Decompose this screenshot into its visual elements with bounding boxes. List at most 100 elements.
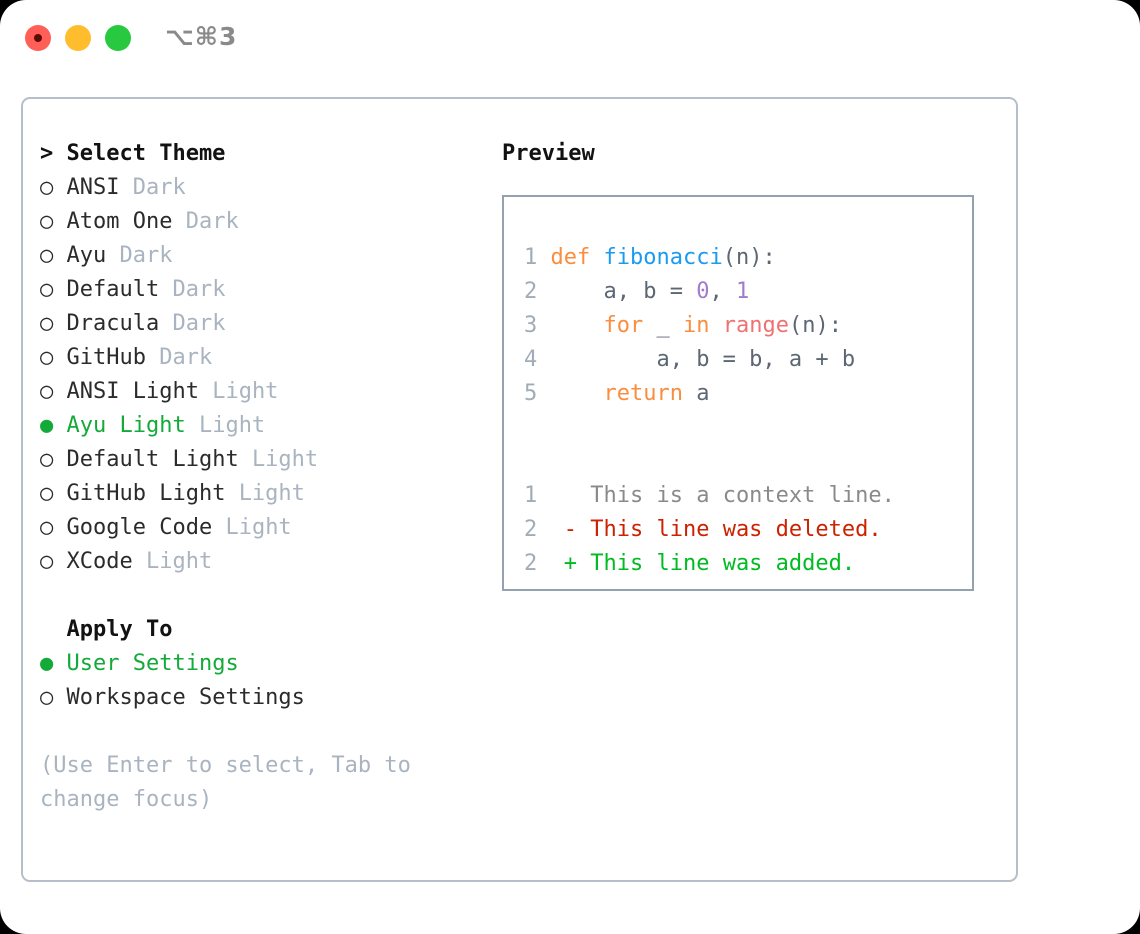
theme-variant-tag: Dark [159,345,213,370]
line-number: 1 [524,245,538,270]
diff-marker: + [563,551,577,576]
theme-variant-tag: Light [198,413,266,438]
code-token: for [603,313,644,338]
theme-option-default-light[interactable]: ○ Default Light Light [40,443,480,477]
line-number: 3 [524,313,538,338]
theme-variant-tag: Dark [172,277,226,302]
diff-marker: - [563,517,577,542]
code-token: range [722,313,789,338]
keyboard-hint-text: (Use Enter to select, Tab to change focu… [40,753,411,812]
hint-spacer [40,715,480,749]
code-token: _ [643,313,683,338]
theme-option-xcode[interactable]: ○ XCode Light [40,545,480,579]
theme-option-label: Ayu [66,243,120,268]
diff-text: This is a context line. [577,483,895,508]
code-line: 5 return a [524,377,972,411]
title-bar: ⌥⌘3 [0,0,1140,78]
traffic-lights [25,25,131,51]
theme-option-label: Atom One [66,209,186,234]
tui-panel: > Select Theme ○ ANSI Dark ○ Atom One Da… [21,97,1018,882]
line-number: 2 [524,517,538,542]
apply-to-heading: Apply To [40,617,173,642]
theme-option-default[interactable]: ○ Default Dark [40,273,480,307]
diff-marker [564,483,577,508]
theme-option-ayu-light[interactable]: ● Ayu Light Light [40,409,480,443]
radio-icon: ○ [40,277,67,302]
diff-text: This line was added. [577,551,856,576]
theme-option-label: Default Light [66,447,252,472]
radio-icon: ○ [40,515,67,540]
code-token [709,313,722,338]
theme-option-github[interactable]: ○ GitHub Dark [40,341,480,375]
code-token: in [682,313,710,338]
code-token: a, b = [550,279,697,304]
theme-variant-tag: Light [238,481,305,506]
radio-icon: ○ [40,379,67,404]
theme-picker-column: > Select Theme ○ ANSI Dark ○ Atom One Da… [40,137,480,817]
select-theme-heading: > Select Theme [40,141,226,166]
keyboard-shortcut-label: ⌥⌘3 [165,22,238,51]
code-token: (n): [788,313,842,338]
code-token: , [709,279,736,304]
theme-option-github-light[interactable]: ○ GitHub Light Light [40,477,480,511]
theme-option-ayu[interactable]: ○ Ayu Dark [40,239,480,273]
code-line: 2 a, b = 0, 1 [524,275,972,309]
theme-option-label: ANSI Light [66,379,213,404]
theme-variant-tag: Light [212,379,279,404]
preview-column: Preview 1 def fibonacci(n): 2 a, b = 0, … [502,137,1002,591]
theme-option-atom-one[interactable]: ○ Atom One Dark [40,205,480,239]
line-number: 1 [524,483,538,508]
radio-icon: ○ [40,345,67,370]
theme-option-label: Dracula [66,311,173,336]
theme-variant-tag: Dark [132,175,186,200]
preview-heading: Preview [502,141,595,166]
code-line: 1 def fibonacci(n): [524,241,972,275]
code-token: 1 [735,279,750,304]
theme-variant-tag: Light [251,447,319,472]
apply-to-option-label: Workspace Settings [66,685,305,710]
close-button[interactable] [25,25,51,51]
apply-to-option-workspace-settings[interactable]: ○ Workspace Settings [40,681,480,715]
code-token: fibonacci [603,245,723,270]
code-diff-spacer [524,411,972,445]
code-token [551,381,604,406]
code-token: a [682,381,710,406]
line-number: 2 [524,551,538,576]
radio-icon: ○ [40,209,67,234]
apply-to-option-user-settings[interactable]: ● User Settings [40,647,480,681]
theme-option-label: ANSI [66,175,133,200]
minimize-button[interactable] [65,25,91,51]
code-token [551,313,604,338]
code-token: 0 [696,279,710,304]
radio-icon: ● [40,651,67,676]
theme-option-label: Ayu Light [66,413,199,438]
radio-icon: ● [40,413,67,438]
section-spacer [40,579,480,613]
theme-variant-tag: Light [225,515,292,540]
theme-option-label: GitHub Light [66,481,239,506]
line-number: 4 [524,347,538,372]
theme-variant-tag: Dark [119,243,173,268]
diff-line-context: 1 This is a context line. [524,479,972,513]
apply-to-option-label: User Settings [66,651,239,676]
line-number: 5 [524,381,538,406]
theme-option-dracula[interactable]: ○ Dracula Dark [40,307,480,341]
maximize-button[interactable] [105,25,131,51]
code-diff-spacer-2 [524,445,972,479]
theme-option-list: ○ ANSI Dark ○ Atom One Dark ○ Ayu Dark ○… [40,171,480,579]
radio-icon: ○ [40,243,67,268]
radio-icon: ○ [40,311,67,336]
theme-option-ansi-light[interactable]: ○ ANSI Light Light [40,375,480,409]
code-line: 3 for _ in range(n): [524,309,972,343]
radio-icon: ○ [40,549,67,574]
preview-box: 1 def fibonacci(n): 2 a, b = 0, 1 3 for … [502,195,974,591]
theme-option-google-code[interactable]: ○ Google Code Light [40,511,480,545]
radio-icon: ○ [40,481,67,506]
diff-line-added: 2 + This line was added. [524,547,972,581]
theme-variant-tag: Light [145,549,213,574]
code-token: (n): [722,245,776,270]
diff-text: This line was deleted. [577,517,882,542]
theme-variant-tag: Dark [172,311,226,336]
theme-option-ansi[interactable]: ○ ANSI Dark [40,171,480,205]
